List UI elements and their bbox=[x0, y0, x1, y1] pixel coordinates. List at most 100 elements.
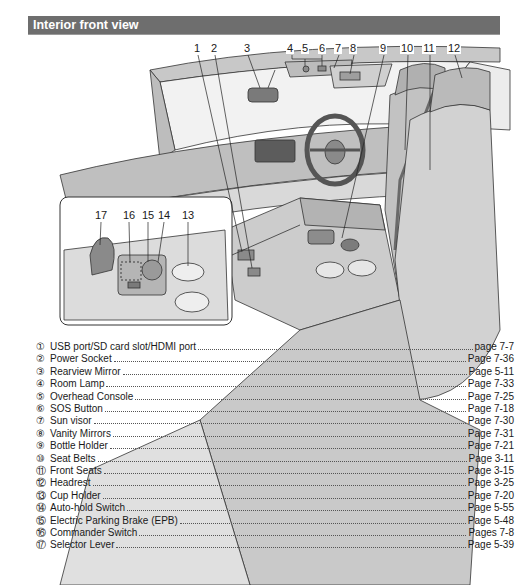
page-reference: Page 7-20 bbox=[468, 490, 514, 502]
page-reference: page 7-7 bbox=[475, 341, 514, 353]
item-name: Auto-hold Switch bbox=[50, 502, 125, 514]
callout-number: 4 bbox=[286, 42, 294, 54]
callout-number: 11 bbox=[422, 42, 435, 54]
item-number: ⑫ bbox=[36, 477, 50, 489]
index-row: ①USB port/SD card slot/HDMI portpage 7-7 bbox=[36, 341, 514, 353]
page-title: Interior front view bbox=[28, 16, 500, 34]
page-reference: Page 7-21 bbox=[468, 440, 514, 452]
index-row: ⑰Selector Lever Page 5-39 bbox=[36, 539, 514, 551]
callout-number: 2 bbox=[210, 42, 218, 54]
item-name: Overhead Console bbox=[50, 391, 133, 403]
index-row: ⑩Seat Belts Page 3-11 bbox=[36, 453, 514, 465]
dot-leader bbox=[180, 515, 466, 524]
item-number: ② bbox=[36, 353, 50, 365]
page-reference: Page 7-31 bbox=[468, 428, 514, 440]
page-reference: Page 3-15 bbox=[468, 465, 514, 477]
page-reference: Page 5-48 bbox=[468, 515, 514, 527]
page-reference: Page 7-18 bbox=[468, 403, 514, 415]
index-row: ⑨Bottle HolderPage 7-21 bbox=[36, 440, 514, 452]
dot-leader bbox=[113, 428, 466, 437]
dot-leader bbox=[198, 341, 472, 350]
index-row: ⑬Cup Holder Page 7-20 bbox=[36, 490, 514, 502]
dot-leader bbox=[93, 477, 466, 486]
item-number: ④ bbox=[36, 378, 50, 390]
item-name: Sun visor bbox=[50, 415, 92, 427]
callout-number: 9 bbox=[379, 42, 387, 54]
item-name: Power Socket bbox=[50, 353, 112, 365]
dot-leader bbox=[114, 353, 466, 362]
page-reference: Page 3-25 bbox=[468, 477, 514, 489]
callout-number: 5 bbox=[301, 42, 309, 54]
item-name: Headrest bbox=[50, 477, 91, 489]
item-number: ⑬ bbox=[36, 490, 50, 502]
index-row: ⑯Commander Switch Pages 7-8 bbox=[36, 527, 514, 539]
index-row: ⑪Front Seats Page 3-15 bbox=[36, 465, 514, 477]
item-name: Selector Lever bbox=[50, 539, 114, 551]
index-row: ⑮Electric Parking Brake (EPB) Page 5-48 bbox=[36, 515, 514, 527]
callout-number: 3 bbox=[243, 42, 251, 54]
item-number: ⑯ bbox=[36, 527, 50, 539]
item-name: Cup Holder bbox=[50, 490, 101, 502]
item-name: Vanity Mirrors bbox=[50, 428, 111, 440]
item-number: ⑩ bbox=[36, 453, 50, 465]
index-row: ⑦Sun visor Page 7-30 bbox=[36, 415, 514, 427]
item-name: Electric Parking Brake (EPB) bbox=[50, 515, 178, 527]
item-number: ⑥ bbox=[36, 403, 50, 415]
index-row: ⑤Overhead ConsolePage 7-25 bbox=[36, 391, 514, 403]
item-number: ⑭ bbox=[36, 502, 50, 514]
item-number: ⑦ bbox=[36, 415, 50, 427]
dot-leader bbox=[110, 440, 466, 449]
dot-leader bbox=[106, 378, 465, 387]
item-name: SOS Button bbox=[50, 403, 103, 415]
item-number: ① bbox=[36, 341, 50, 353]
callout-number: 15 bbox=[141, 209, 155, 221]
page-reference: Page 7-30 bbox=[468, 415, 514, 427]
dot-leader bbox=[123, 366, 467, 375]
callout-number: 16 bbox=[122, 209, 136, 221]
callout-number: 14 bbox=[157, 209, 171, 221]
dot-leader bbox=[127, 502, 466, 511]
index-row: ⑧Vanity Mirrors Page 7-31 bbox=[36, 428, 514, 440]
dot-leader bbox=[94, 415, 466, 424]
callout-number: 12 bbox=[447, 42, 461, 54]
callout-number: 6 bbox=[318, 42, 326, 54]
item-name: Commander Switch bbox=[50, 527, 137, 539]
page-reference: Pages 7-8 bbox=[468, 527, 514, 539]
item-number: ⑧ bbox=[36, 428, 50, 440]
dot-leader bbox=[139, 527, 466, 536]
callout-number: 1 bbox=[193, 42, 201, 54]
page-reference: Page 5-11 bbox=[469, 366, 514, 378]
page-reference: Page 3-11 bbox=[469, 453, 514, 465]
index-row: ③Rearview Mirror Page 5-11 bbox=[36, 366, 514, 378]
page-reference: Page 7-33 bbox=[468, 378, 514, 390]
item-number: ⑮ bbox=[36, 515, 50, 527]
page-reference: Page 7-36 bbox=[468, 353, 514, 365]
callout-number: 10 bbox=[400, 42, 414, 54]
index-row: ⑭Auto-hold Switch Page 5-55 bbox=[36, 502, 514, 514]
header-bar: Interior front view bbox=[28, 16, 500, 35]
dot-leader bbox=[103, 490, 466, 499]
callout-number: 8 bbox=[349, 42, 357, 54]
item-number: ③ bbox=[36, 366, 50, 378]
callout-number: 13 bbox=[181, 209, 195, 221]
index-row: ②Power Socket Page 7-36 bbox=[36, 353, 514, 365]
index-row: ④Room Lamp Page 7-33 bbox=[36, 378, 514, 390]
dot-leader bbox=[105, 403, 466, 412]
item-name: Room Lamp bbox=[50, 378, 104, 390]
dot-leader bbox=[135, 391, 465, 400]
callout-number: 7 bbox=[334, 42, 342, 54]
page-reference: Page 7-25 bbox=[468, 391, 514, 403]
callout-number: 17 bbox=[94, 209, 108, 221]
item-name: Front Seats bbox=[50, 465, 102, 477]
page-reference: Page 5-39 bbox=[468, 539, 514, 551]
index-row: ⑫Headrest Page 3-25 bbox=[36, 477, 514, 489]
index-row: ⑥SOS Button Page 7-18 bbox=[36, 403, 514, 415]
item-name: Bottle Holder bbox=[50, 440, 108, 452]
page-reference: Page 5-55 bbox=[468, 502, 514, 514]
item-name: Rearview Mirror bbox=[50, 366, 121, 378]
dot-leader bbox=[116, 539, 465, 548]
item-number: ⑪ bbox=[36, 465, 50, 477]
dot-leader bbox=[98, 453, 467, 462]
item-number: ⑰ bbox=[36, 539, 50, 551]
item-name: Seat Belts bbox=[50, 453, 96, 465]
